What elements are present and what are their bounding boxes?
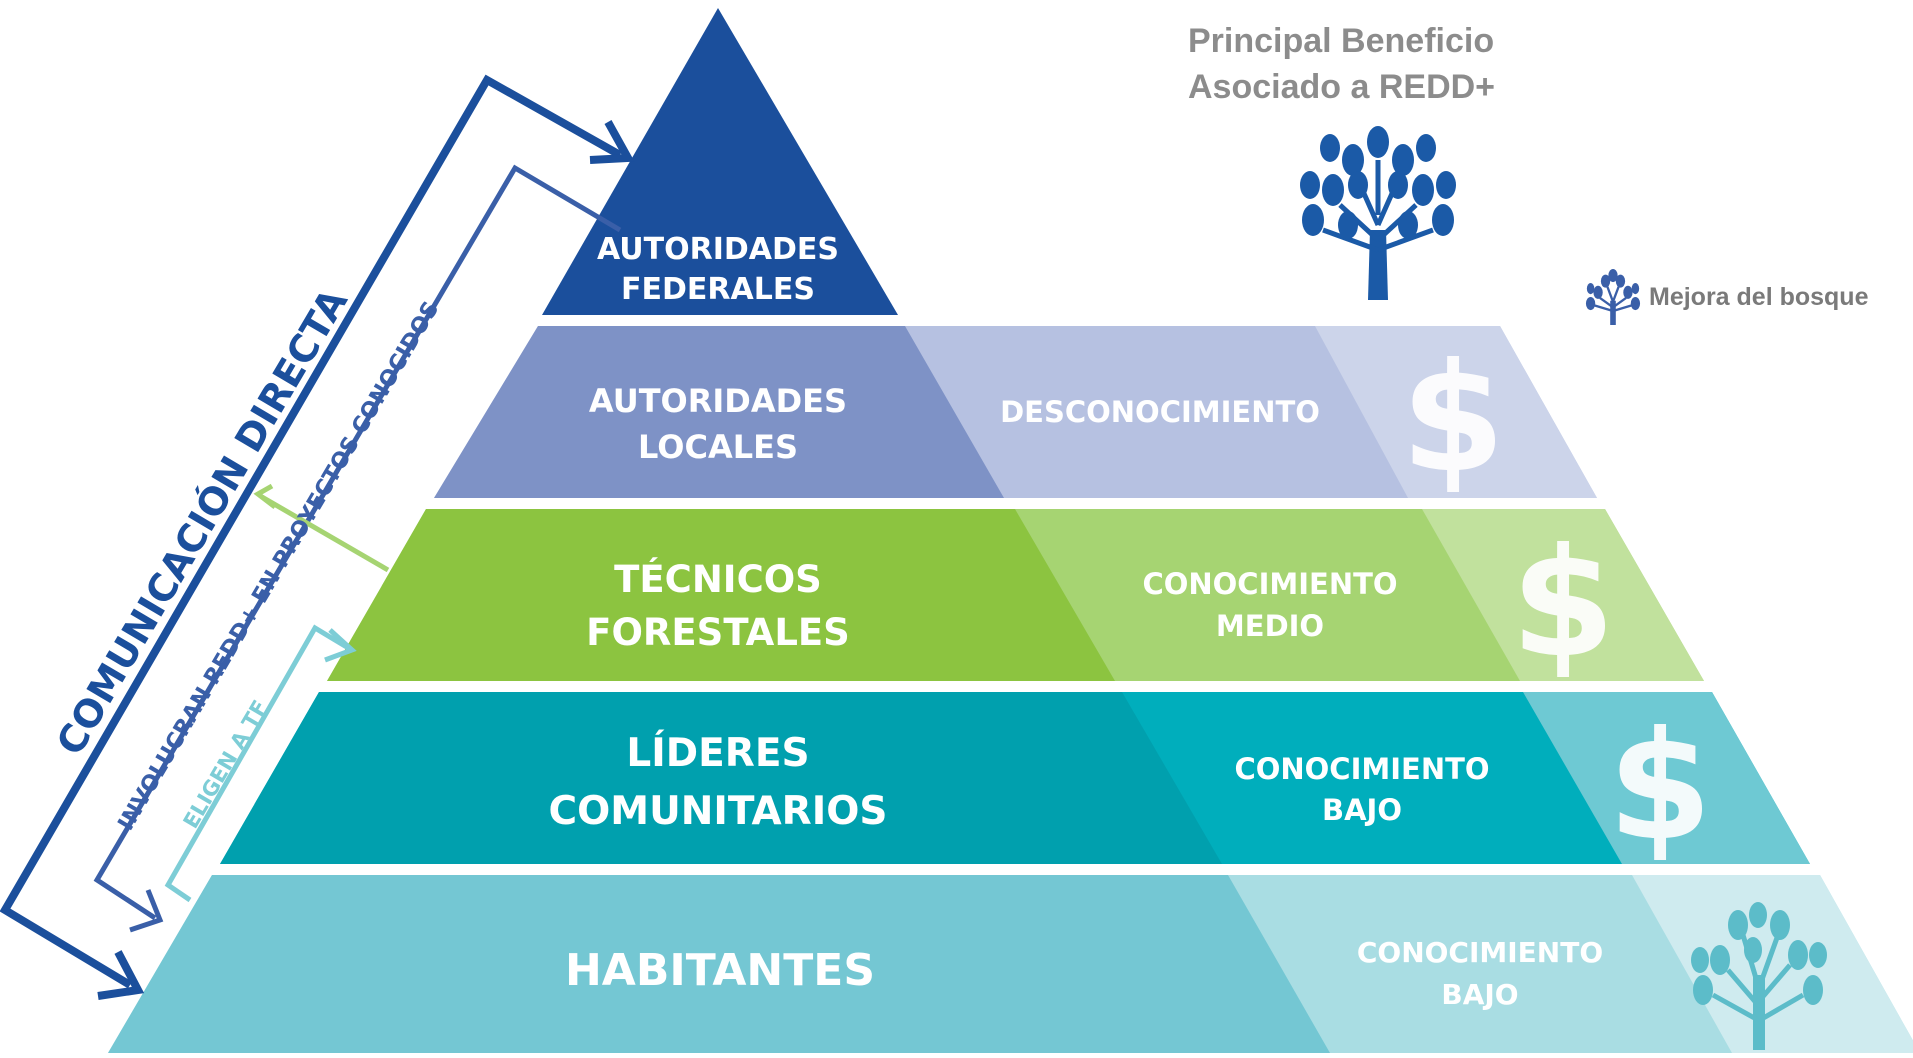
level-lideres-name-zone xyxy=(220,692,1222,864)
level-tecnicos-dollar-icon: $ xyxy=(1511,517,1615,691)
tree-icon xyxy=(1585,269,1641,325)
level-lideres-knowledge-line1: CONOCIMIENTO xyxy=(1234,752,1489,786)
green-arrow-line xyxy=(260,494,390,573)
level-tecnicos-name-line1: TÉCNICOS xyxy=(614,557,822,601)
tree-icon xyxy=(1300,126,1456,300)
green-arrowhead xyxy=(253,483,277,509)
benefit-title: Principal Beneficio Asociado a REDD+ xyxy=(1188,18,1495,110)
comunicacion-directa-arrow xyxy=(0,74,622,989)
eligen-arrow xyxy=(164,624,352,903)
involucran-arrowhead xyxy=(129,889,164,933)
eligen-arrowhead xyxy=(324,628,357,663)
benefit-title-line2: Asociado a REDD+ xyxy=(1188,68,1496,106)
level-tecnicos-benefit-zone xyxy=(1422,509,1704,681)
level-habitantes-benefit-zone xyxy=(1632,875,1913,1053)
level-habitantes-name: HABITANTES xyxy=(565,945,875,996)
level-habitantes-knowledge-line1: CONOCIMIENTO xyxy=(1357,936,1603,969)
level-habitantes-name-zone xyxy=(108,875,1330,1053)
benefit-title-line1: Principal Beneficio xyxy=(1188,22,1495,60)
level-tecnicos-name-zone xyxy=(327,509,1115,681)
legend: Mejora del bosque xyxy=(1585,268,1868,326)
level-lideres-name-line2: COMUNITARIOS xyxy=(549,789,888,834)
level-federales-name-line2: FEDERALES xyxy=(621,272,815,307)
comunicacion-directa-arrowhead-top xyxy=(589,120,635,164)
level-federales-band xyxy=(542,8,898,315)
level-locales-name-zone xyxy=(434,326,1004,498)
level-lideres-dollar-icon: $ xyxy=(1608,700,1712,874)
level-lideres-knowledge-line2: BAJO xyxy=(1322,793,1402,827)
comunicacion-directa-arrowhead-bottom xyxy=(97,950,145,1000)
level-habitantes-knowledge-line2: BAJO xyxy=(1441,978,1518,1011)
level-tecnicos-name-line2: FORESTALES xyxy=(586,611,850,654)
level-tecnicos-knowledge-line2: MEDIO xyxy=(1216,609,1324,643)
level-lideres-name-line1: LÍDERES xyxy=(626,729,809,776)
legend-label: Mejora del bosque xyxy=(1649,282,1869,311)
level-federales-name-line1: AUTORIDADES xyxy=(597,232,839,267)
level-locales-name-line2: LOCALES xyxy=(638,428,798,466)
level-lideres-benefit-zone xyxy=(1523,692,1810,864)
level-locales-benefit-zone xyxy=(1315,326,1597,498)
level-locales-name-line1: AUTORIDADES xyxy=(589,382,847,420)
level-tecnicos-knowledge-line1: CONOCIMIENTO xyxy=(1142,567,1397,601)
level-locales-knowledge: DESCONOCIMIENTO xyxy=(1000,395,1320,429)
tree-icon xyxy=(1691,902,1827,1050)
level-locales-dollar-icon: $ xyxy=(1401,332,1505,506)
